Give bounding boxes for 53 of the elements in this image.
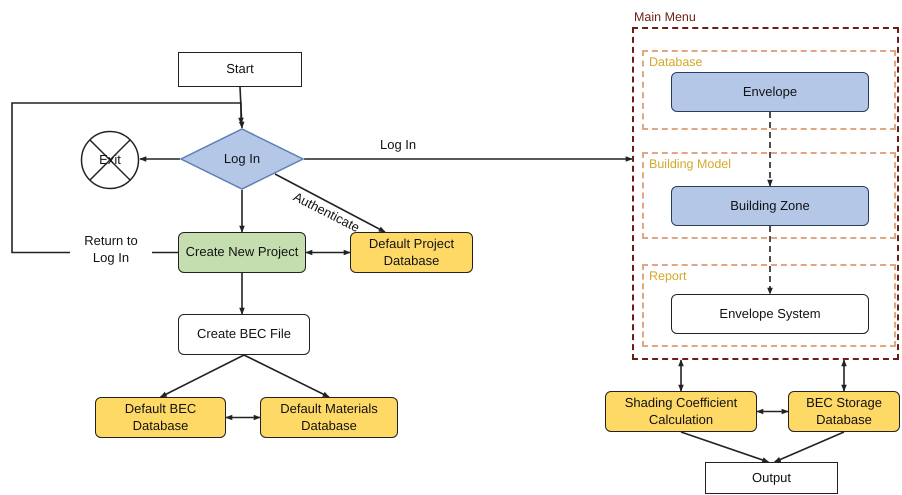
arrow: [774, 431, 844, 463]
terminal-box: [705, 462, 838, 494]
node-label: BEC Storage Database: [805, 395, 883, 428]
node-label: Create BEC File: [197, 326, 291, 343]
node-label: Log In: [224, 150, 260, 168]
group-heading: Database: [649, 55, 703, 69]
group-heading: Main Menu: [634, 10, 696, 24]
node-label: Shading Coefficient Calculation: [624, 395, 738, 428]
database-box: [260, 397, 398, 438]
process-box: [178, 232, 306, 273]
node-label: Default BEC Database: [124, 401, 198, 434]
edge-label: Return to Log In: [70, 233, 152, 267]
arrow: [274, 173, 386, 233]
arrow: [305, 250, 351, 256]
arrow: [139, 156, 180, 162]
node-label: Output: [752, 470, 792, 486]
group-container: [642, 50, 896, 130]
group-heading: Building Model: [649, 157, 731, 171]
group-heading: Report: [649, 269, 687, 283]
node-label: Envelope: [742, 84, 798, 100]
terminal-box: [178, 52, 302, 87]
node-label: Envelope System: [719, 306, 821, 322]
process-box: [178, 314, 310, 355]
database-box: [605, 391, 757, 432]
database-box: [788, 391, 900, 432]
decision-diamond: [180, 128, 304, 190]
exit-circle: [80, 130, 140, 190]
arrow: [225, 414, 261, 420]
node-label: Create New Project: [186, 244, 298, 261]
node-label: Default Project Database: [368, 236, 456, 269]
edge-label: Log In: [378, 137, 418, 154]
database-box: [350, 232, 473, 273]
arrow: [238, 86, 244, 129]
process-box: [671, 186, 869, 226]
arrow: [244, 354, 330, 398]
arrow: [680, 431, 770, 463]
arrow: [239, 273, 245, 315]
arrow: [756, 408, 789, 414]
dashed-arrow: [767, 112, 773, 187]
process-box: [671, 72, 869, 112]
process-box: [671, 294, 869, 334]
arrow: [239, 190, 245, 233]
arrow: [160, 354, 244, 398]
node-label: Building Zone: [730, 198, 810, 214]
node-label: Default Materials Database: [279, 401, 379, 434]
arrow: [841, 359, 847, 392]
group-container: [642, 264, 896, 347]
database-box: [95, 397, 226, 438]
node-label: Start: [226, 61, 254, 78]
arrow: [304, 156, 633, 162]
dashed-arrow: [767, 226, 773, 295]
group-container: [642, 152, 896, 239]
arrow: [678, 359, 684, 392]
